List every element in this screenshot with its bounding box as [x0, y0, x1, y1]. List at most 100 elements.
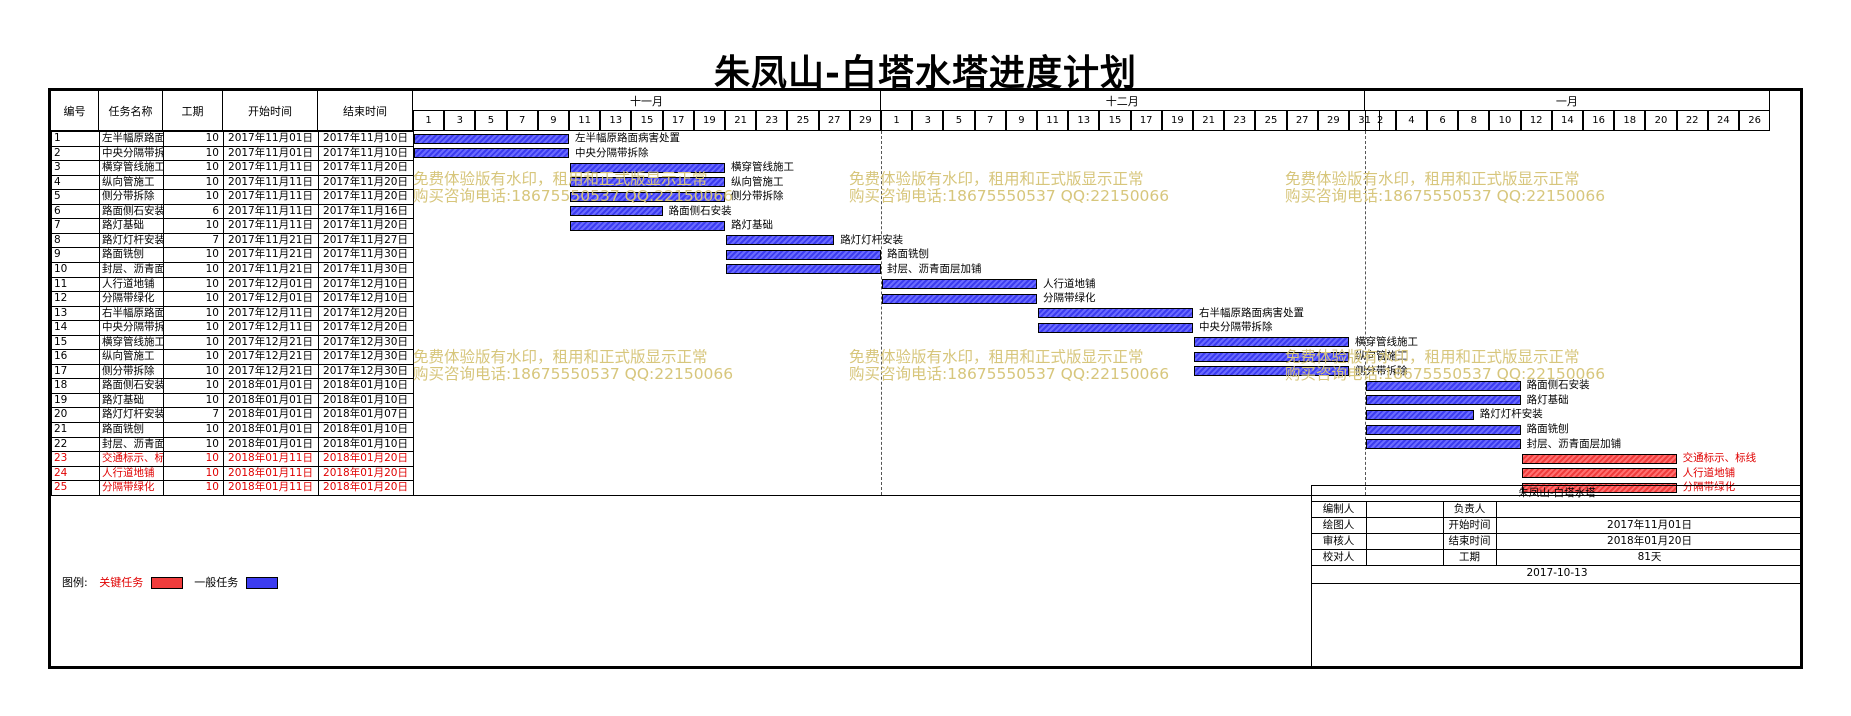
- table-row-line: [51, 334, 413, 336]
- task-duration: 10: [205, 452, 219, 465]
- task-bar: [1521, 482, 1677, 493]
- table-row-line: [51, 232, 413, 234]
- day-tick: 16: [1583, 111, 1615, 131]
- task-duration: 10: [205, 132, 219, 144]
- day-tick: 11: [569, 111, 601, 131]
- task-bar-label: 人行道地铺: [1043, 277, 1096, 290]
- task-start: 2017年12月01日: [228, 292, 313, 305]
- task-duration: 7: [212, 233, 219, 246]
- table-row-line: [51, 392, 413, 394]
- legend-normal-label: 一般任务: [194, 576, 239, 589]
- task-end: 2017年11月30日: [323, 262, 408, 275]
- title-block-project: 朱凤山-白塔水塔: [1518, 487, 1596, 499]
- watermark-line1: 免费体验版有水印，租用和正式版显示正常: [849, 348, 1144, 366]
- task-bar-label: 封层、沥青面层加铺: [1526, 437, 1622, 450]
- task-bar-label: 路灯基础: [1526, 393, 1569, 406]
- legend: 图例: 关键任务 一般任务: [62, 574, 278, 590]
- legend-label: 图例:: [62, 576, 88, 589]
- task-bar-label: 交通标示、标线: [1682, 452, 1757, 465]
- day-tick: 17: [662, 111, 694, 131]
- task-bar: [570, 191, 725, 202]
- task-bar-label: 分隔带绿化: [1682, 481, 1736, 494]
- task-name: 横穿管线施工: [102, 335, 163, 348]
- task-start: 2017年12月01日: [228, 277, 313, 290]
- task-end: 2018年01月07日: [323, 408, 408, 421]
- task-name: 侧分带拆除: [102, 364, 155, 377]
- day-tick: 12: [1520, 111, 1552, 131]
- gantt-frame: [48, 88, 1803, 669]
- day-tick: 24: [1707, 111, 1739, 131]
- task-bar-label: 纵向管施工: [731, 175, 784, 188]
- day-tick: 7: [506, 111, 538, 131]
- title-block-col-line: [1496, 501, 1497, 565]
- title-block-row-line: [1311, 517, 1803, 518]
- task-id: 8: [54, 233, 61, 246]
- table-row-line: [51, 189, 413, 191]
- day-tick: 15: [631, 111, 663, 131]
- legend-critical-swatch: [150, 577, 183, 589]
- task-end: 2017年12月10日: [323, 292, 408, 305]
- watermark-line2: 购买咨询电话:18675550537 QQ:22150066: [849, 187, 1170, 205]
- task-name: 左半幅原路面病害处置: [102, 132, 163, 144]
- month-separator: [881, 131, 882, 495]
- day-tick: 27: [1286, 111, 1318, 131]
- task-id: 1: [54, 132, 61, 144]
- table-row-line: [51, 436, 413, 438]
- task-end: 2018年01月10日: [323, 379, 408, 392]
- task-end: 2018年01月10日: [323, 393, 408, 406]
- day-tick: 21: [1193, 111, 1225, 131]
- task-start: 2017年11月01日: [228, 132, 313, 144]
- header-end: 结束时间: [318, 91, 413, 131]
- day-tick: 18: [1614, 111, 1646, 131]
- table-row-line: [51, 349, 413, 351]
- task-duration: 6: [212, 204, 219, 217]
- page-title: 朱凤山-白塔水塔进度计划: [714, 52, 1137, 94]
- task-bar: [1365, 409, 1474, 420]
- table-row-line: [51, 320, 413, 322]
- watermark-line2: 购买咨询电话:18675550537 QQ:22150066: [413, 187, 734, 205]
- task-bar: [1194, 366, 1349, 377]
- table-row-line: [51, 480, 413, 482]
- task-name: 封层、沥青面层加铺: [102, 437, 163, 450]
- task-id: 18: [54, 379, 68, 392]
- task-start: 2017年11月11日: [228, 204, 313, 217]
- day-tick: 11: [1037, 111, 1069, 131]
- title-block-start-value: 2017年11月01日: [1607, 519, 1692, 531]
- day-tick: 7: [974, 111, 1006, 131]
- task-name: 路灯基础: [102, 393, 144, 406]
- task-id: 4: [54, 175, 61, 188]
- task-name: 中央分隔带拆除: [102, 321, 163, 334]
- task-name: 人行道地铺: [102, 277, 155, 290]
- day-tick: 9: [537, 111, 569, 131]
- watermark-line1: 免费体验版有水印，租用和正式版显示正常: [413, 348, 708, 366]
- task-duration: 10: [205, 379, 219, 392]
- task-start: 2018年01月01日: [228, 408, 313, 421]
- day-tick: 9: [1005, 111, 1037, 131]
- task-start: 2018年01月01日: [228, 379, 313, 392]
- task-start: 2017年11月21日: [228, 248, 313, 261]
- task-end: 2017年11月27日: [323, 233, 408, 246]
- day-tick: 20: [1645, 111, 1677, 131]
- watermark-line2: 购买咨询电话:18675550537 QQ:22150066: [1285, 187, 1606, 205]
- title-block-drafter-label: 绘图人: [1322, 519, 1355, 531]
- month-header: 一月: [1364, 91, 1771, 111]
- title-block-end-label: 结束时间: [1448, 535, 1491, 547]
- task-bar-label: 右半幅原路面病害处置: [1199, 306, 1304, 319]
- task-duration: 10: [205, 437, 219, 450]
- table-row-line: [51, 305, 413, 307]
- day-tick: 10: [1489, 111, 1521, 131]
- day-tick: 27: [818, 111, 850, 131]
- day-tick: 13: [1068, 111, 1100, 131]
- task-start: 2017年12月21日: [228, 335, 313, 348]
- task-bar-label: 路面铣刨: [1526, 423, 1569, 435]
- table-col-line: [163, 131, 164, 495]
- title-block-start-label: 开始时间: [1448, 519, 1491, 531]
- task-bar: [726, 249, 881, 260]
- title-block-compiler-label: 编制人: [1322, 503, 1355, 515]
- task-name: 纵向管施工: [102, 350, 155, 363]
- watermark-line1: 免费体验版有水印，租用和正式版显示正常: [1285, 170, 1580, 188]
- task-name: 路面铣刨: [102, 248, 144, 261]
- table-row-line: [51, 422, 413, 423]
- task-bar-label: 横穿管线施工: [731, 161, 794, 174]
- task-id: 14: [54, 321, 68, 334]
